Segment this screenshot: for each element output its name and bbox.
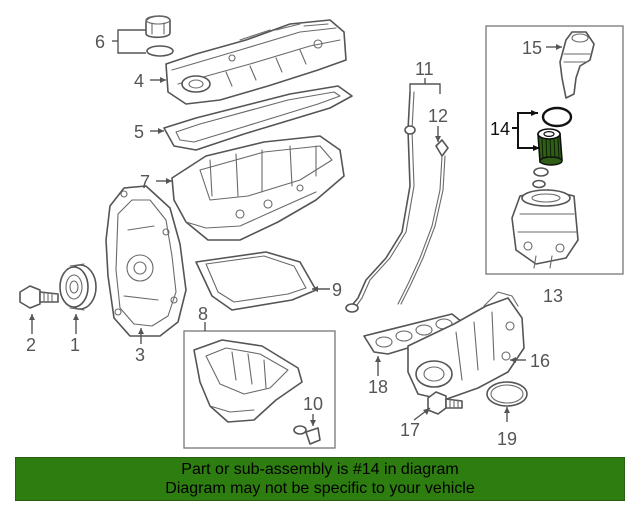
callout-14: 14 xyxy=(490,119,510,139)
banner-line-1: Part or sub-assembly is #14 in diagram xyxy=(181,461,459,478)
callout-15: 15 xyxy=(522,38,542,58)
filter-cap xyxy=(559,31,595,99)
lower-oil-pan xyxy=(193,339,303,423)
crankshaft-pulley xyxy=(59,263,97,311)
filter-housing xyxy=(511,189,579,269)
callout-1: 1 xyxy=(70,335,80,355)
oil-filter-element xyxy=(537,128,563,166)
oil-pan-box xyxy=(183,330,336,449)
oil-pan-gasket xyxy=(195,251,317,311)
callout-7: 7 xyxy=(140,172,150,192)
drain-plug xyxy=(305,427,321,445)
callout-2: 2 xyxy=(26,335,36,355)
callout-5: 5 xyxy=(134,122,144,142)
callout-11: 11 xyxy=(415,59,434,79)
dipstick xyxy=(397,139,449,305)
filter-housing-box xyxy=(485,25,624,275)
callout-4: 4 xyxy=(134,71,144,91)
callout-3: 3 xyxy=(135,345,145,365)
housing-seal xyxy=(532,167,549,189)
oil-filler-cap xyxy=(145,15,171,39)
callout-19: 19 xyxy=(497,429,517,449)
callout-16: 16 xyxy=(530,351,550,371)
upper-oil-pan xyxy=(171,135,345,241)
adapter-o-ring xyxy=(486,381,528,407)
drain-plug-washer xyxy=(293,425,307,435)
filler-cap-seal xyxy=(146,45,174,57)
callout-12: 12 xyxy=(428,106,448,126)
leader-6 xyxy=(117,29,146,54)
leader-14 xyxy=(517,112,540,149)
pulley-bolt xyxy=(19,285,59,309)
callout-8: 8 xyxy=(198,304,208,324)
callout-17: 17 xyxy=(400,420,420,440)
adapter-bolt xyxy=(427,391,463,415)
valve-cover xyxy=(165,19,347,105)
part-notice-banner: Part or sub-assembly is #14 in diagram D… xyxy=(15,457,625,501)
callout-9: 9 xyxy=(332,280,342,300)
timing-cover xyxy=(105,185,187,337)
filter-o-ring xyxy=(541,106,573,128)
callout-13: 13 xyxy=(543,286,563,306)
callout-6: 6 xyxy=(95,32,105,52)
valve-cover-gasket xyxy=(163,85,353,151)
callout-10: 10 xyxy=(303,394,323,414)
dipstick-tube xyxy=(345,91,416,313)
banner-line-2: Diagram may not be specific to your vehi… xyxy=(165,480,475,497)
callout-18: 18 xyxy=(368,377,388,397)
